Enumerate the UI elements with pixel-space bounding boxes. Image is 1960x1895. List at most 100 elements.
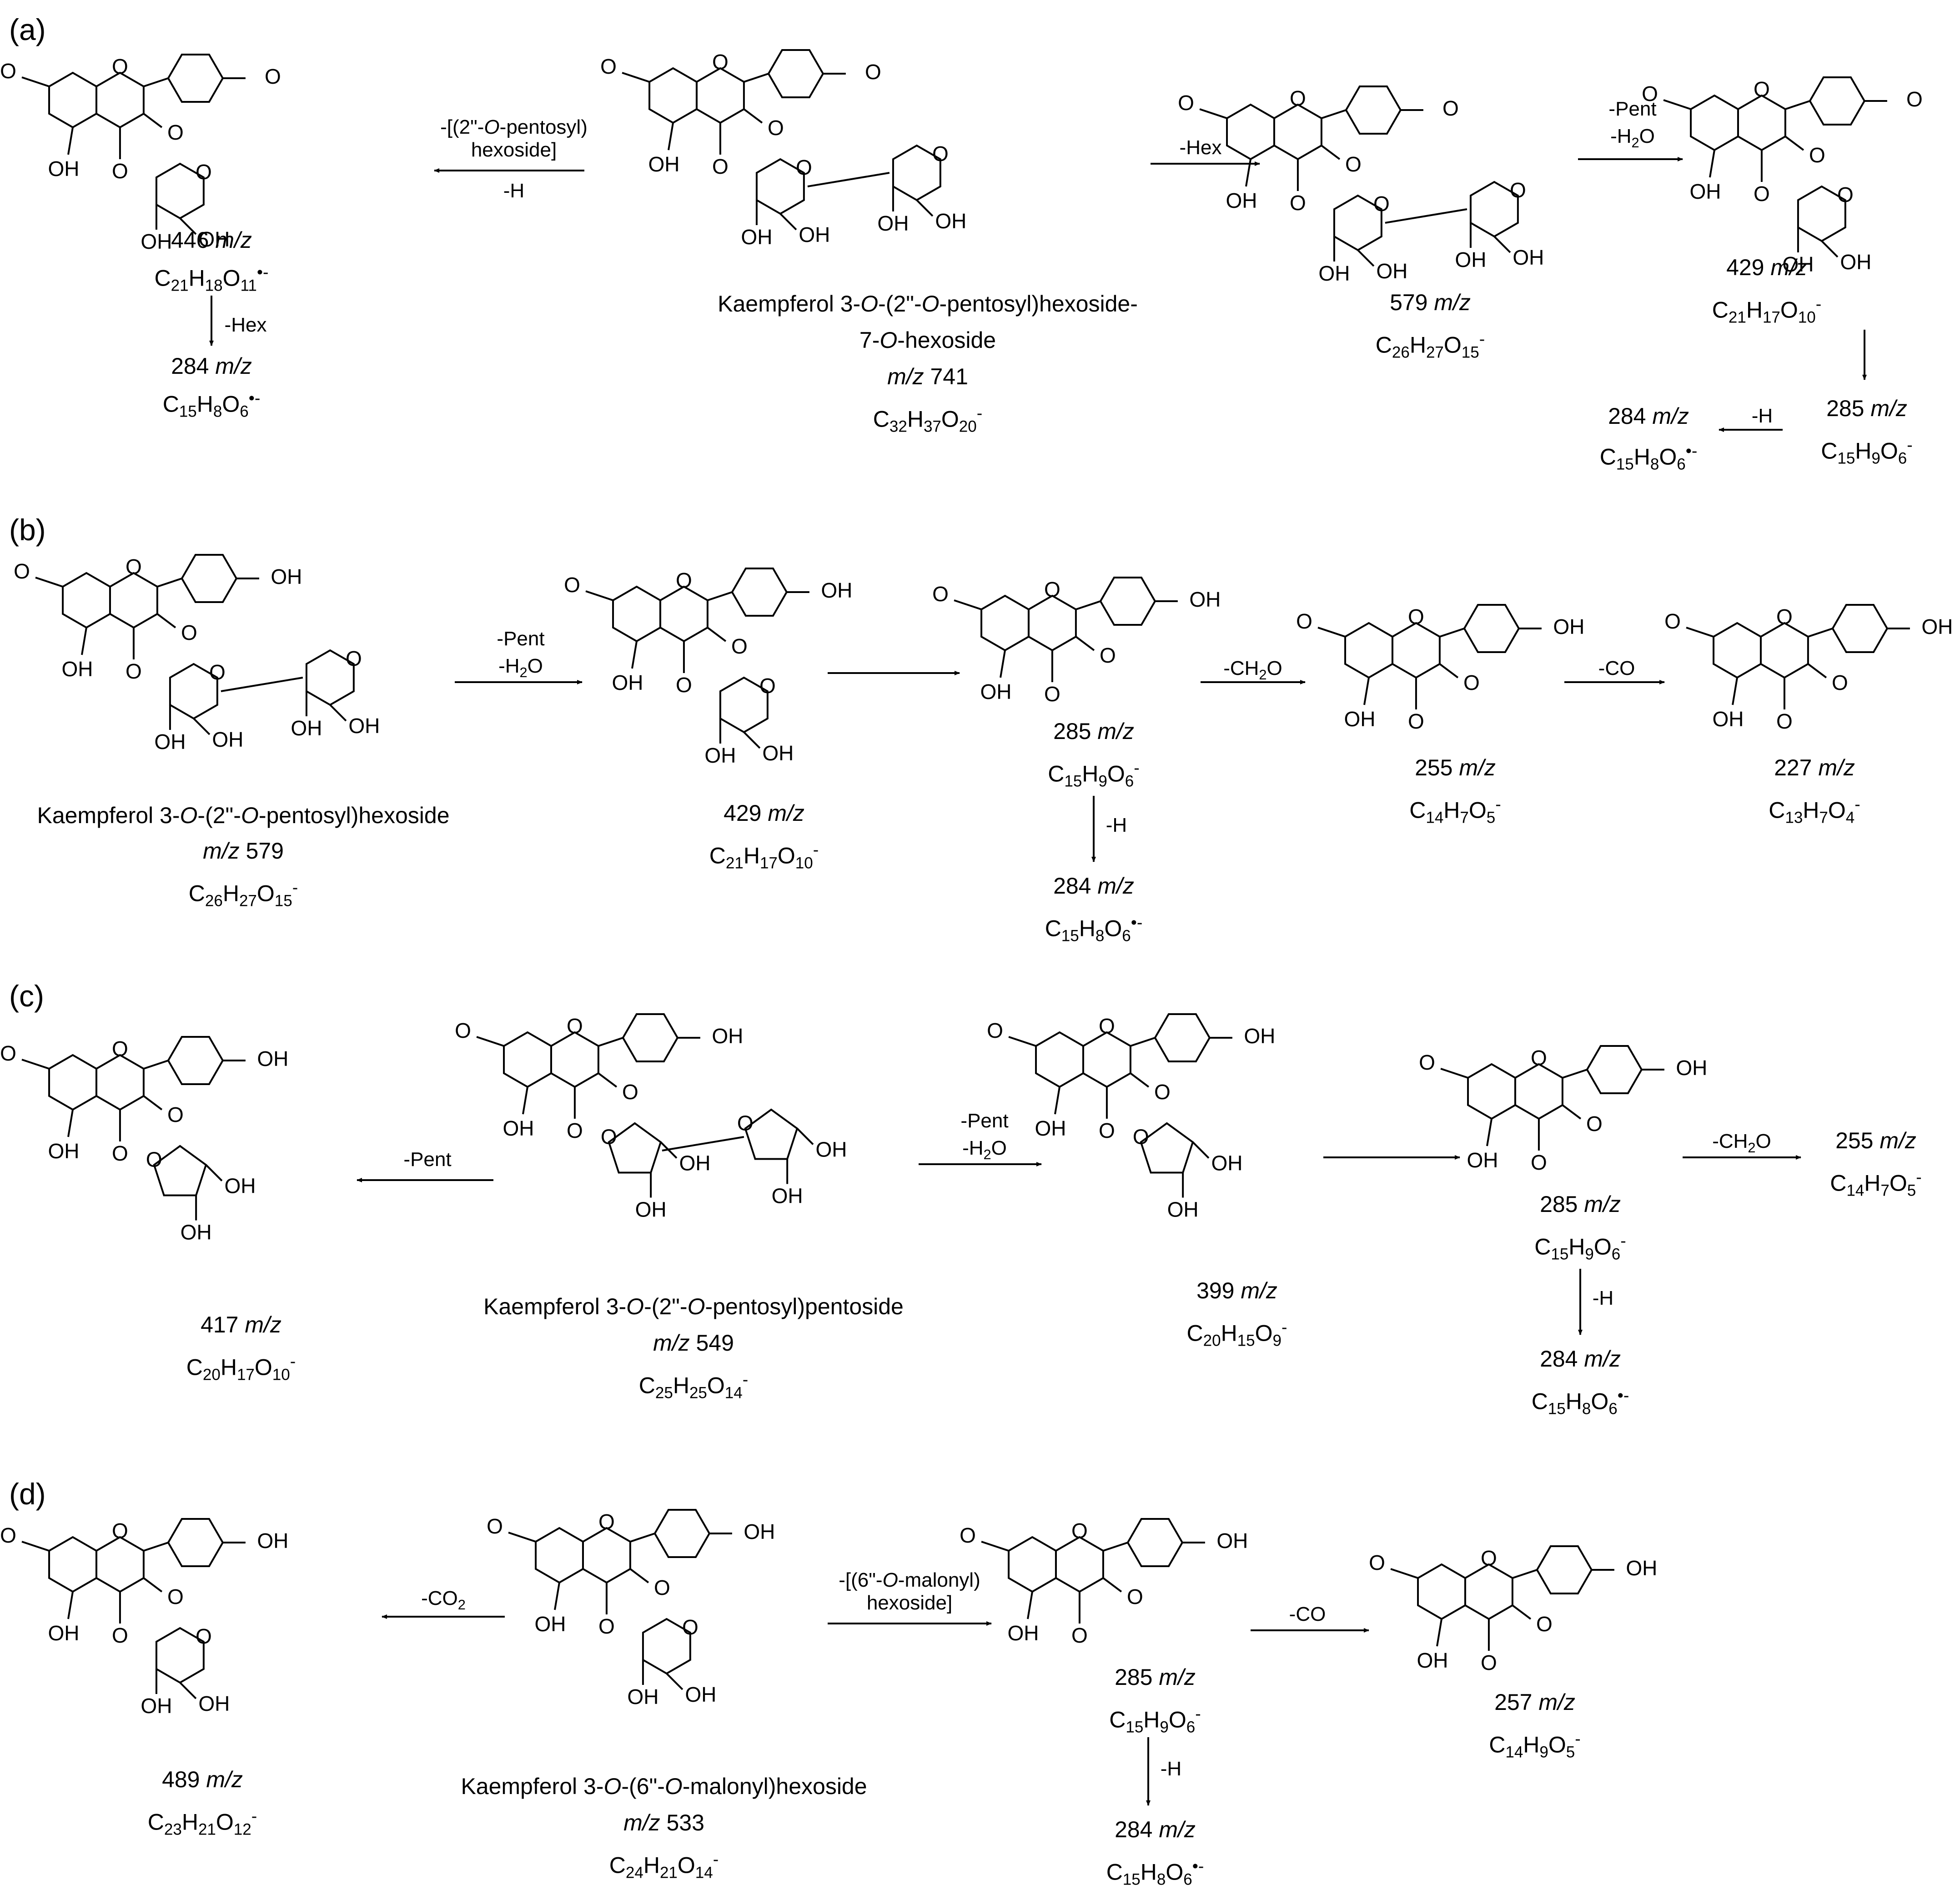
- svg-text:OH: OH: [635, 1198, 667, 1221]
- svg-text:OH: OH: [48, 1621, 80, 1645]
- svg-text:O: O: [112, 1141, 128, 1165]
- svg-text:O: O: [112, 1037, 128, 1061]
- svg-text:OH: OH: [1713, 707, 1744, 731]
- label-579a-mz: 579 m/z: [1390, 290, 1471, 315]
- svg-text:O: O: [1071, 1519, 1088, 1543]
- svg-text:O: O: [1531, 1046, 1547, 1070]
- svg-text:OH: OH: [291, 716, 322, 740]
- svg-text:O: O: [1510, 178, 1526, 202]
- svg-text:O: O: [1290, 191, 1306, 215]
- label-429b-mz: 429 m/z: [724, 800, 804, 826]
- arrow-b-label-co: -CO: [1598, 657, 1635, 679]
- label-284d-formula: C15H8O6•-: [1106, 1856, 1204, 1889]
- svg-text:O: O: [682, 1615, 699, 1639]
- svg-text:O: O: [487, 1514, 503, 1538]
- label-417-mz: 417 m/z: [201, 1312, 281, 1337]
- svg-text:OH: OH: [1417, 1649, 1448, 1672]
- label-579b-mz: m/z 579: [203, 838, 284, 864]
- svg-text:OH: OH: [799, 223, 830, 246]
- svg-text:O: O: [1754, 77, 1770, 101]
- label-285d-formula: C15H9O6-: [1109, 1704, 1201, 1736]
- svg-text:O: O: [1099, 1014, 1115, 1038]
- label-399-mz: 399 m/z: [1196, 1278, 1277, 1303]
- svg-text:OH: OH: [815, 1138, 847, 1161]
- label-257-mz: 257 m/z: [1494, 1689, 1575, 1715]
- svg-text:OH: OH: [1226, 189, 1257, 212]
- label-285c-formula: C15H9O6-: [1534, 1231, 1626, 1263]
- arrow-a-label-h2o: -H2O: [1610, 125, 1655, 151]
- svg-text:OH: OH: [1676, 1056, 1707, 1080]
- label-429b-formula: C21H17O10-: [709, 840, 819, 872]
- svg-text:OH: OH: [762, 741, 794, 765]
- label-429a-formula: C21H17O10-: [1712, 294, 1822, 327]
- svg-text:OH: OH: [1376, 259, 1407, 283]
- svg-text:OH: OH: [1553, 615, 1584, 638]
- svg-text:OH: OH: [1455, 248, 1486, 271]
- svg-text:O: O: [1178, 91, 1194, 115]
- svg-text:O: O: [712, 50, 729, 74]
- svg-text:O: O: [126, 659, 142, 683]
- svg-text:O: O: [1906, 87, 1923, 111]
- svg-text:O: O: [600, 55, 617, 78]
- label-255b-mz: 255 m/z: [1415, 755, 1496, 780]
- label-533-mz: m/z 533: [623, 1810, 704, 1835]
- arrow-a-label-2: hexoside]: [471, 139, 557, 161]
- svg-text:OH: OH: [1840, 250, 1871, 274]
- svg-text:OH: OH: [535, 1612, 566, 1636]
- arrow-a-label-hex1: -Hex: [224, 314, 267, 336]
- svg-text:O: O: [564, 573, 580, 597]
- arrow-d-label-h: -H: [1160, 1758, 1182, 1780]
- svg-text:O: O: [1154, 1080, 1171, 1104]
- label-284c-formula: C15H8O6•-: [1531, 1386, 1629, 1418]
- svg-text:O: O: [1408, 605, 1424, 628]
- svg-text:O: O: [1809, 143, 1825, 167]
- label-285c-mz: 285 m/z: [1540, 1191, 1621, 1217]
- svg-text:O: O: [112, 55, 128, 78]
- svg-text:O: O: [1408, 709, 1424, 733]
- svg-text:OH: OH: [1921, 615, 1953, 638]
- svg-text:OH: OH: [1167, 1198, 1199, 1221]
- arrow-c-label-pent1: -Pent: [403, 1148, 452, 1171]
- label-284b-formula: C15H8O6•-: [1045, 913, 1143, 945]
- svg-text:OH: OH: [1690, 180, 1721, 203]
- svg-text:O: O: [265, 65, 281, 88]
- svg-text:O: O: [1044, 682, 1060, 706]
- svg-text:OH: OH: [198, 227, 230, 251]
- svg-text:O: O: [1071, 1624, 1088, 1647]
- arrow-a-label-1: -[(2"-O-pentosyl): [440, 116, 588, 138]
- svg-text:O: O: [1133, 1125, 1149, 1149]
- svg-text:OH: OH: [772, 1184, 803, 1208]
- label-446-formula: C21H18O11•-: [154, 262, 269, 295]
- svg-text:OH: OH: [1035, 1116, 1066, 1140]
- svg-text:O: O: [796, 156, 812, 179]
- arrow-a-label-hex2: -Hex: [1179, 136, 1222, 159]
- svg-text:O: O: [346, 647, 362, 670]
- label-284a-formula: C15H8O6•-: [162, 388, 261, 421]
- svg-text:O: O: [1776, 605, 1793, 628]
- svg-text:OH: OH: [154, 730, 186, 754]
- label-285a-formula: C15H9O6-: [1821, 435, 1913, 467]
- svg-text:O: O: [1586, 1112, 1603, 1136]
- svg-text:OH: OH: [1318, 261, 1350, 285]
- svg-text:OH: OH: [257, 1529, 288, 1553]
- label-417-formula: C20H17O10-: [186, 1352, 296, 1384]
- svg-text:OH: OH: [685, 1683, 716, 1706]
- svg-text:O: O: [146, 1148, 162, 1171]
- arrow-a-label-3: -H: [503, 180, 525, 202]
- svg-text:O: O: [1442, 96, 1459, 120]
- svg-text:O: O: [598, 1510, 615, 1533]
- svg-text:O: O: [167, 121, 184, 144]
- svg-text:OH: OH: [821, 578, 852, 602]
- label-284d-mz: 284 m/z: [1115, 1817, 1196, 1842]
- svg-text:OH: OH: [648, 152, 680, 176]
